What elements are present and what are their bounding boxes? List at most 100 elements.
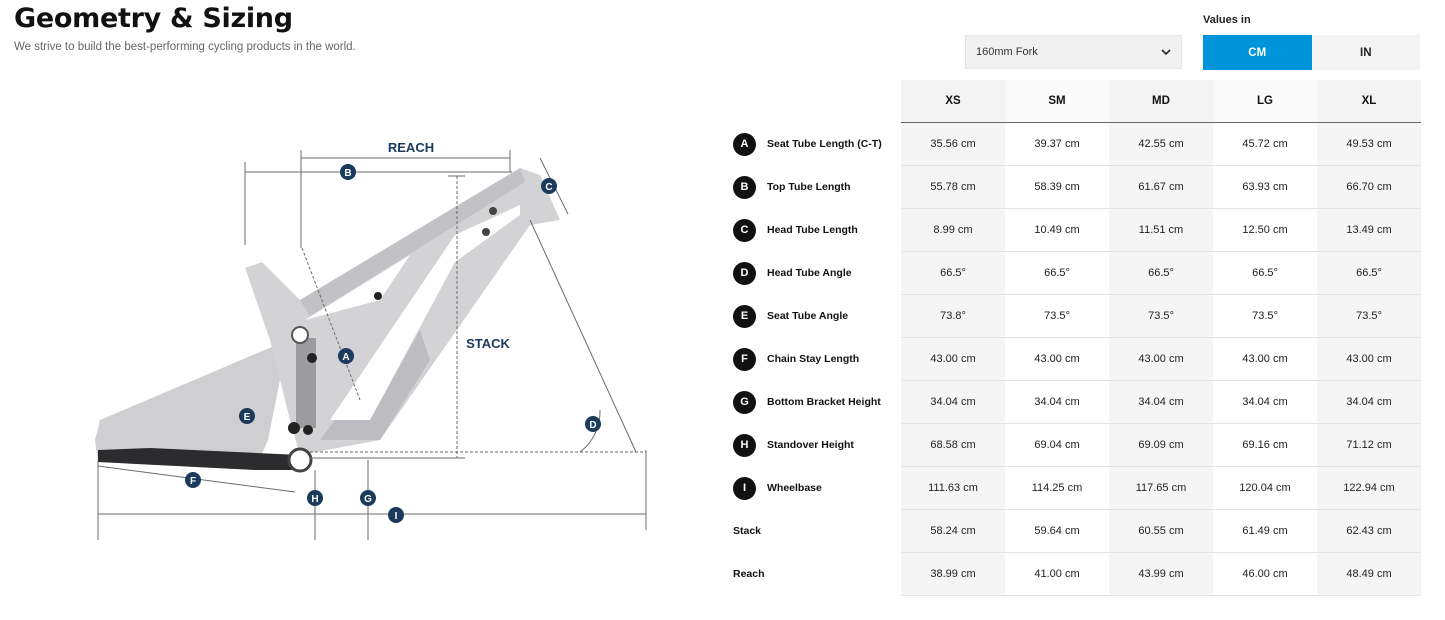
geometry-diagram: REACH STACK A B C D E F G H I <box>95 140 647 540</box>
table-cell: 10.49 cm <box>1005 208 1109 252</box>
page-title: Geometry & Sizing <box>14 3 293 34</box>
measurement-label: Stack <box>733 525 762 537</box>
marker-e: E <box>239 408 255 424</box>
table-cell: 61.67 cm <box>1109 165 1213 209</box>
chevron-down-icon <box>1161 45 1171 59</box>
table-cell: 59.64 cm <box>1005 509 1109 553</box>
table-header-row: XS SM MD LG XL <box>730 80 1421 123</box>
measurement-badge: D <box>733 261 756 285</box>
marker-i: I <box>388 507 404 523</box>
table-cell: 114.25 cm <box>1005 466 1109 510</box>
table-cell: 66.70 cm <box>1317 165 1421 209</box>
svg-text:C: C <box>545 182 552 193</box>
row-label-cell: F Chain Stay Length <box>730 337 901 381</box>
table-cell: 43.00 cm <box>1213 337 1317 381</box>
stack-label: STACK <box>466 336 510 351</box>
unit-cm-button[interactable]: CM <box>1203 35 1312 70</box>
table-cell: 120.04 cm <box>1213 466 1317 510</box>
table-cell: 42.55 cm <box>1109 122 1213 166</box>
marker-d: D <box>585 416 601 432</box>
marker-h: H <box>307 490 323 506</box>
table-cell: 58.24 cm <box>901 509 1005 553</box>
measurement-label: Seat Tube Length (C-T) <box>767 138 882 150</box>
measurement-label: Top Tube Length <box>767 181 851 193</box>
page-subtitle: We strive to build the best-performing c… <box>14 41 356 53</box>
row-label-cell: G Bottom Bracket Height <box>730 380 901 424</box>
reach-label: REACH <box>388 140 434 155</box>
table-cell: 73.5° <box>1109 294 1213 338</box>
bike-frame <box>95 168 560 473</box>
marker-c: C <box>541 178 557 194</box>
fork-select[interactable]: 160mm Fork <box>965 35 1182 69</box>
table-cell: 66.5° <box>1213 251 1317 295</box>
table-cell: 35.56 cm <box>901 122 1005 166</box>
measurement-label: Bottom Bracket Height <box>767 396 881 408</box>
measurement-label: Chain Stay Length <box>767 353 860 365</box>
measurement-label: Head Tube Angle <box>767 267 852 279</box>
size-header-md: MD <box>1109 80 1213 123</box>
svg-text:I: I <box>395 511 398 522</box>
table-cell: 43.00 cm <box>1109 337 1213 381</box>
table-cell: 34.04 cm <box>1109 380 1213 424</box>
measurement-badge: E <box>733 304 756 328</box>
marker-b: B <box>340 164 356 180</box>
table-cell: 60.55 cm <box>1109 509 1213 553</box>
table-cell: 58.39 cm <box>1005 165 1109 209</box>
table-cell: 63.93 cm <box>1213 165 1317 209</box>
marker-f: F <box>185 472 201 488</box>
table-cell: 46.00 cm <box>1213 552 1317 596</box>
table-cell: 12.50 cm <box>1213 208 1317 252</box>
measurement-label: Head Tube Length <box>767 224 858 236</box>
marker-g: G <box>360 490 376 506</box>
unit-in-button[interactable]: IN <box>1311 35 1420 70</box>
row-label-cell: Stack <box>730 509 901 553</box>
measurement-label: Reach <box>733 568 765 580</box>
table-cell: 39.37 cm <box>1005 122 1109 166</box>
measurement-badge: H <box>733 433 756 457</box>
measurement-badge: F <box>733 347 756 371</box>
measurement-badge: G <box>733 390 756 414</box>
measurement-badge: B <box>733 175 756 199</box>
measurement-badge: I <box>733 476 756 500</box>
svg-text:H: H <box>311 494 318 505</box>
table-cell: 66.5° <box>901 251 1005 295</box>
diagram-markers: A B C D E F G H I <box>185 164 601 523</box>
table-cell: 13.49 cm <box>1317 208 1421 252</box>
svg-text:G: G <box>364 494 372 505</box>
values-in-label: Values in <box>1203 14 1251 26</box>
table-cell: 43.00 cm <box>1005 337 1109 381</box>
size-header-xl: XL <box>1317 80 1421 123</box>
table-cell: 66.5° <box>1317 251 1421 295</box>
measurement-badge: A <box>733 132 756 156</box>
unit-toggle: CM IN <box>1203 35 1420 70</box>
table-cell: 69.16 cm <box>1213 423 1317 467</box>
row-label-cell: B Top Tube Length <box>730 165 901 209</box>
table-cell: 43.00 cm <box>901 337 1005 381</box>
table-cell: 8.99 cm <box>901 208 1005 252</box>
table-cell: 71.12 cm <box>1317 423 1421 467</box>
geometry-table: XS SM MD LG XL A Seat Tube Length (C-T) 35… <box>730 80 1421 596</box>
table-cell: 73.5° <box>1317 294 1421 338</box>
svg-text:D: D <box>589 420 596 431</box>
marker-a: A <box>338 348 354 364</box>
table-cell: 49.53 cm <box>1317 122 1421 166</box>
table-cell: 73.8° <box>901 294 1005 338</box>
table-cell: 45.72 cm <box>1213 122 1317 166</box>
row-label-cell: D Head Tube Angle <box>730 251 901 295</box>
table-cell: 111.63 cm <box>901 466 1005 510</box>
table-cell: 68.58 cm <box>901 423 1005 467</box>
table-cell: 38.99 cm <box>901 552 1005 596</box>
table-cell: 69.04 cm <box>1005 423 1109 467</box>
